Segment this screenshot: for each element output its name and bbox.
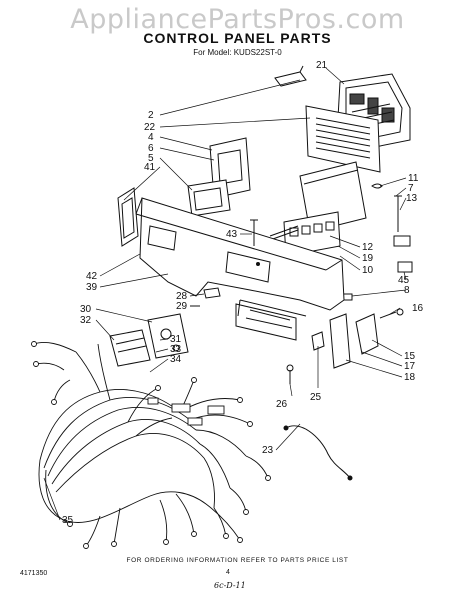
callout-39: 39 xyxy=(86,282,98,293)
callout-30: 30 xyxy=(80,304,92,315)
ordering-info-note: FOR ORDERING INFORMATION REFER TO PARTS … xyxy=(126,557,349,564)
document-number: 4171350 xyxy=(20,570,48,577)
callout-21: 21 xyxy=(316,60,328,71)
callout-45: 45 xyxy=(398,275,410,286)
callout-6: 6 xyxy=(148,143,154,154)
left-end-cap-part xyxy=(117,187,139,247)
callout-26: 26 xyxy=(276,399,288,410)
overlay-panel-part xyxy=(305,105,381,173)
wire-part xyxy=(283,425,353,481)
screw-part xyxy=(250,219,258,246)
callout-16: 16 xyxy=(412,303,424,314)
callout-42: 42 xyxy=(86,271,98,282)
callout-5: 5 xyxy=(148,153,154,164)
switch-housing-part xyxy=(109,329,151,367)
callout-35: 35 xyxy=(62,515,74,526)
bracket-part xyxy=(286,331,325,384)
callout-28: 28 xyxy=(176,291,188,302)
wiring-harness-part xyxy=(31,341,271,549)
callout-41: 41 xyxy=(144,162,156,173)
callout-29: 29 xyxy=(176,301,188,312)
callout-2: 2 xyxy=(148,110,154,121)
callout-32: 32 xyxy=(80,315,92,326)
clip-bracket-part xyxy=(274,65,307,87)
callout-15: 15 xyxy=(404,351,416,362)
callout-11: 11 xyxy=(408,173,419,184)
callout-7: 7 xyxy=(408,183,414,194)
switch-bracket-part xyxy=(147,313,189,359)
callout-labels: 21 2 22 4 6 5 41 11 7 13 43 12 19 10 45 … xyxy=(62,60,424,526)
right-end-cap-part xyxy=(329,308,404,369)
callout-34: 34 xyxy=(170,354,182,365)
callout-13: 13 xyxy=(406,193,418,204)
callout-12: 12 xyxy=(362,242,374,253)
page-title: CONTROL PANEL PARTS xyxy=(143,30,332,46)
callout-18: 18 xyxy=(404,372,416,383)
display-window-part xyxy=(187,179,231,217)
model-label: For Model: KUDS22ST-0 xyxy=(193,48,282,57)
main-console-panel-part xyxy=(135,197,345,341)
handwritten-note: 6c-D-11 xyxy=(214,581,246,590)
watermark: AppliancePartsPros.com xyxy=(70,4,405,35)
callout-33: 33 xyxy=(170,344,182,355)
callout-4: 4 xyxy=(148,132,154,143)
page-number: 4 xyxy=(226,569,230,576)
callout-22: 22 xyxy=(144,122,156,133)
callout-23: 23 xyxy=(262,445,274,456)
callout-19: 19 xyxy=(362,253,374,264)
callout-17: 17 xyxy=(404,361,416,372)
callout-25: 25 xyxy=(310,392,322,403)
callout-8: 8 xyxy=(404,285,410,296)
callout-31: 31 xyxy=(170,334,182,345)
callout-10: 10 xyxy=(362,265,374,276)
callout-leader-lines xyxy=(43,67,407,521)
right-console-panel-part xyxy=(269,161,367,257)
callout-43: 43 xyxy=(226,229,238,240)
